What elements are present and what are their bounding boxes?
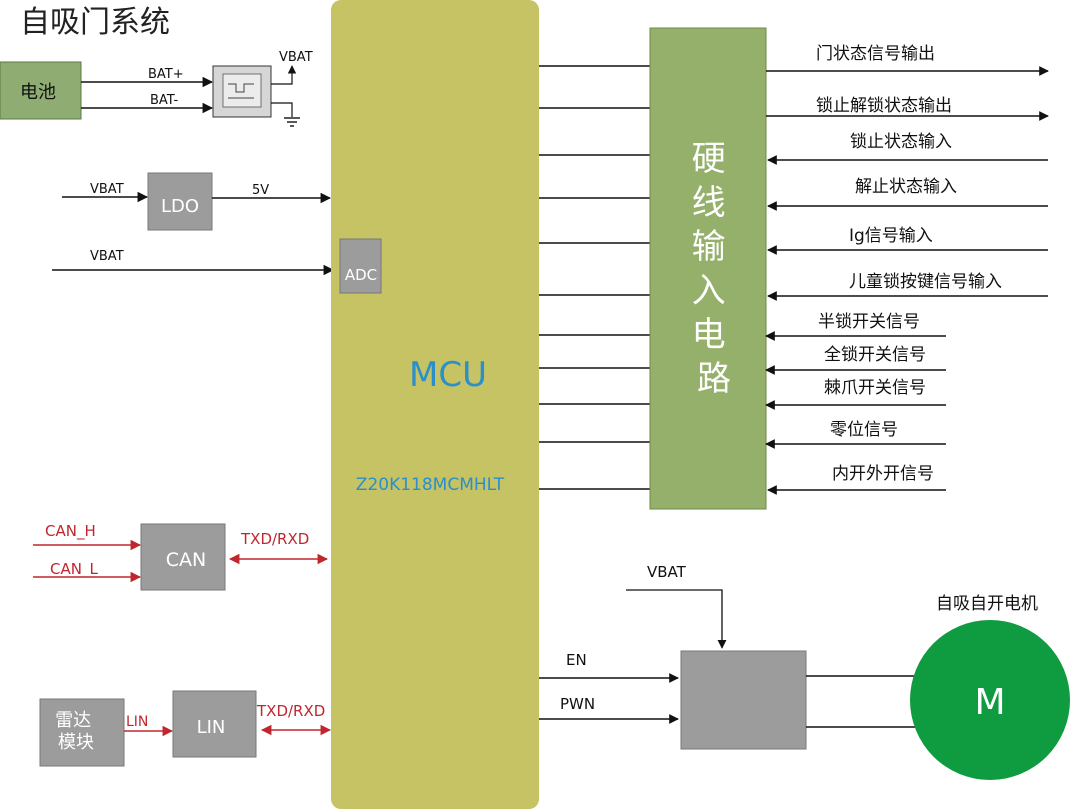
motor-driver-box [680, 650, 807, 750]
ground-wire [271, 102, 293, 117]
signal-in-label-6: 全锁开关信号 [824, 345, 926, 365]
protection-inner [222, 73, 262, 108]
signal-in-label-8: 零位信号 [830, 420, 898, 440]
can-l-label: CAN_L [50, 560, 98, 579]
lin-box [172, 690, 257, 758]
bat-plus-label: BAT+ [148, 67, 184, 82]
mcu-model: Z20K118MCMHLT [356, 475, 505, 495]
hw-input-label: 硬 线 输 入 电 路 [692, 139, 737, 399]
diagram-title: 自吸门系统 [20, 5, 170, 40]
mcu-bus-lines [539, 65, 650, 490]
bat-minus-label: BAT- [150, 93, 179, 108]
vbat-label-top: VBAT [279, 50, 313, 65]
ldo-output-label: 5V [252, 183, 269, 198]
signal-in-label-2: 解止状态输入 [855, 177, 957, 197]
can-box [140, 523, 226, 591]
mcu-label: MCU [409, 355, 487, 395]
lin-label: LIN [197, 717, 226, 738]
radar-label: 雷达 模块 [55, 710, 97, 753]
pwm-label: PWN [560, 695, 595, 713]
battery-label: 电池 [20, 82, 56, 103]
signal-in-label-1: 锁止状态输入 [850, 132, 952, 152]
signal-in-label-3: Ig信号输入 [849, 226, 933, 246]
motor-label: M [974, 682, 1005, 723]
vbat-wire [271, 65, 297, 85]
can-h-label: CAN_H [45, 522, 96, 541]
motor-title: 自吸自开电机 [936, 594, 1038, 614]
signal-in-label-5: 半锁开关信号 [818, 312, 920, 332]
adc-input-label: VBAT [90, 249, 124, 264]
radar-lin-label: LIN [126, 714, 148, 730]
driver-vbat-label: VBAT [647, 563, 687, 581]
lin-bus-label: TXD/RXD [256, 702, 325, 720]
hw-input-block [649, 27, 767, 510]
can-bus-label: TXD/RXD [240, 530, 309, 548]
adc-box [339, 238, 382, 294]
adc-label: ADC [345, 266, 377, 284]
signal-in-label-9: 内开外开信号 [832, 464, 934, 484]
signal-in-label-7: 棘爪开关信号 [824, 378, 926, 398]
ldo-input-label: VBAT [90, 182, 124, 197]
driver-vbat-wire [626, 589, 727, 649]
signal-out-label-1: 门状态信号输出 [816, 44, 935, 64]
mcu-block [331, 0, 539, 809]
ground-icon [284, 117, 300, 127]
ldo-box [147, 172, 213, 231]
signal-in-label-4: 儿童锁按键信号输入 [849, 272, 1002, 292]
signal-out-label-2: 锁止解锁状态输出 [816, 96, 952, 116]
protection-symbol-icon [228, 83, 254, 99]
en-label: EN [566, 651, 587, 669]
can-label: CAN [166, 549, 206, 571]
battery-box [0, 61, 82, 120]
radar-box [39, 698, 125, 767]
ldo-label: LDO [161, 196, 199, 217]
motor-icon [910, 620, 1070, 780]
